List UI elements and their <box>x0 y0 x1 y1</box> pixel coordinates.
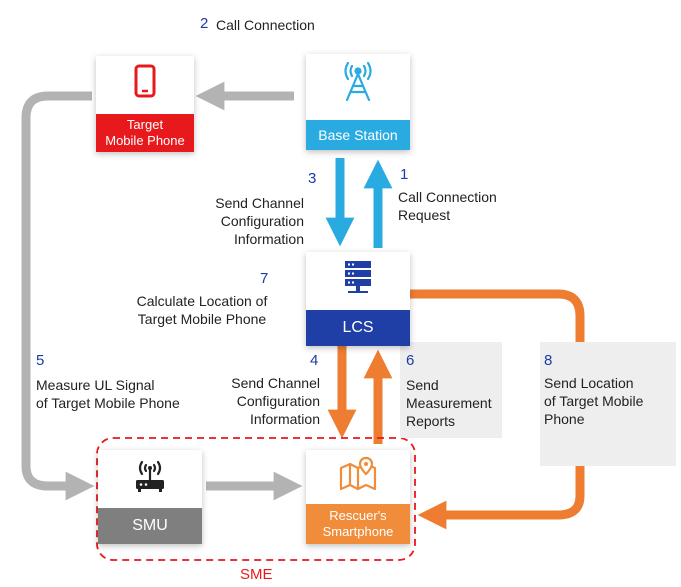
step-5-text: Measure UL Signal of Target Mobile Phone <box>36 376 180 412</box>
router-icon <box>136 460 164 492</box>
lcs-node: LCS <box>306 252 410 346</box>
rescuers-smartphone-line-2: Smartphone <box>322 524 394 539</box>
step-3-line-1: Send Channel <box>215 195 304 211</box>
server-icon <box>345 261 371 293</box>
step-3-line-3: Information <box>233 231 304 247</box>
step-8-line-1: Send Location <box>544 375 634 391</box>
smu-node: SMU <box>98 450 202 544</box>
step-6-line-2: Measurement <box>406 395 492 411</box>
send-location-panel <box>540 342 676 466</box>
step-7-line-1: Calculate Location of <box>136 293 268 309</box>
step-4-number: 4 <box>310 352 319 369</box>
smu-label: SMU <box>98 508 202 544</box>
arrow-measure-ul-signal <box>21 91 95 501</box>
step-1-line-2: Request <box>398 207 451 223</box>
lcs-label: LCS <box>306 310 410 346</box>
target-mobile-phone-node: Target Mobile Phone <box>96 56 194 152</box>
step-6-line-1: Send <box>406 377 439 393</box>
step-4-line-1: Send Channel <box>231 375 320 391</box>
step-5-number: 5 <box>36 352 45 369</box>
step-4-line-2: Configuration <box>236 393 320 409</box>
rescuers-smartphone-node: Rescuer's Smartphone <box>306 450 410 544</box>
target-mobile-phone-line-1: Target <box>126 117 164 132</box>
step-2-label: Call Connection <box>216 17 315 33</box>
cell-tower-icon <box>344 62 372 102</box>
target-mobile-phone-label: Target Mobile Phone <box>96 114 194 152</box>
step-8-line-3: Phone <box>544 411 585 427</box>
map-pin-icon <box>339 456 377 491</box>
step-6-number: 6 <box>406 352 415 369</box>
step-5-line-1: Measure UL Signal <box>36 377 155 393</box>
mobile-phone-icon <box>134 64 156 98</box>
rescuers-smartphone-line-1: Rescuer's <box>329 508 387 523</box>
step-5-line-2: of Target Mobile Phone <box>36 395 180 411</box>
step-3-text: Send Channel Configuration Information <box>200 194 304 248</box>
step-2-number: 2 <box>200 15 209 32</box>
measurement-reports-panel <box>400 342 502 438</box>
sme-label: SME <box>240 566 273 583</box>
rescuers-smartphone-label: Rescuer's Smartphone <box>306 504 410 544</box>
target-mobile-phone-line-2: Mobile Phone <box>105 133 185 148</box>
step-8-line-2: of Target Mobile <box>544 393 644 409</box>
step-8-number: 8 <box>544 352 553 369</box>
step-3-line-2: Configuration <box>220 213 304 229</box>
step-7-text: Calculate Location of Target Mobile Phon… <box>114 292 290 328</box>
step-8-text: Send Location of Target Mobile Phone <box>544 374 643 428</box>
step-7-number: 7 <box>260 270 269 287</box>
step-6-line-3: Reports <box>406 413 456 429</box>
step-4-line-3: Information <box>249 411 320 427</box>
step-3-number: 3 <box>308 170 317 187</box>
step-7-line-2: Target Mobile Phone <box>137 311 267 327</box>
step-4-text: Send Channel Configuration Information <box>208 374 320 428</box>
step-1-line-1: Call Connection <box>398 189 497 205</box>
step-1-text: Call Connection Request <box>398 188 497 224</box>
base-station-label: Base Station <box>306 120 410 150</box>
sme-boundary <box>96 437 416 561</box>
step-6-text: Send Measurement Reports <box>406 376 492 430</box>
base-station-node: Base Station <box>306 54 410 150</box>
step-1-number: 1 <box>400 166 409 183</box>
